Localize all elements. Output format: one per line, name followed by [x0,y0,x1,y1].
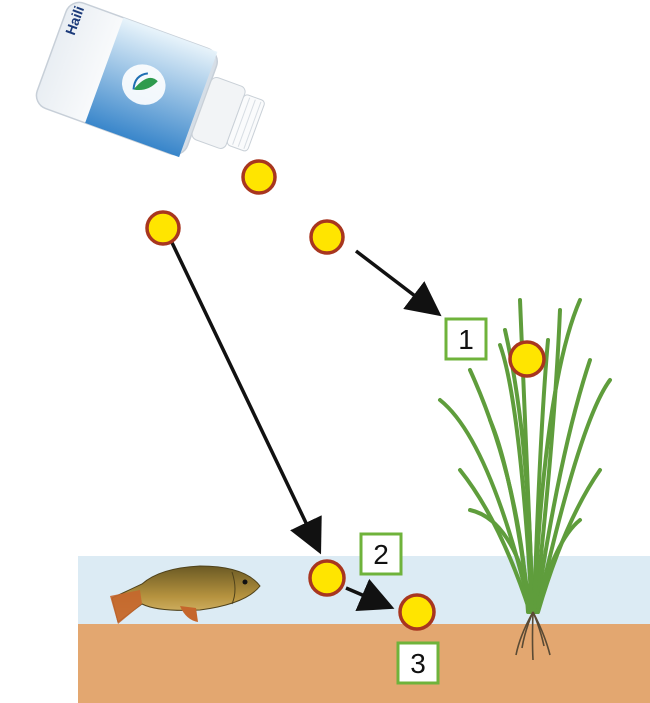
arrow-to-sediment [345,578,395,612]
label-3-text: 3 [410,648,426,679]
granule-icon [508,340,546,378]
label-3: 3 [396,641,440,685]
carp-fish-icon [110,565,261,624]
label-1-text: 1 [458,324,474,355]
arrow-to-plant [354,249,442,317]
label-2: 2 [359,532,403,576]
arrow-to-soil-water [163,227,322,555]
pesticide-bottle-icon: Haili [35,1,265,158]
granule-icon [398,593,436,631]
granule-icon [309,219,345,255]
label-1: 1 [444,317,488,361]
rice-roots [515,611,551,661]
granule-icon [241,159,277,195]
soil-layer [78,624,650,703]
granule-icon [308,559,346,597]
granule-icons [145,159,546,631]
label-2-text: 2 [373,539,389,570]
granule-icon [145,210,181,246]
